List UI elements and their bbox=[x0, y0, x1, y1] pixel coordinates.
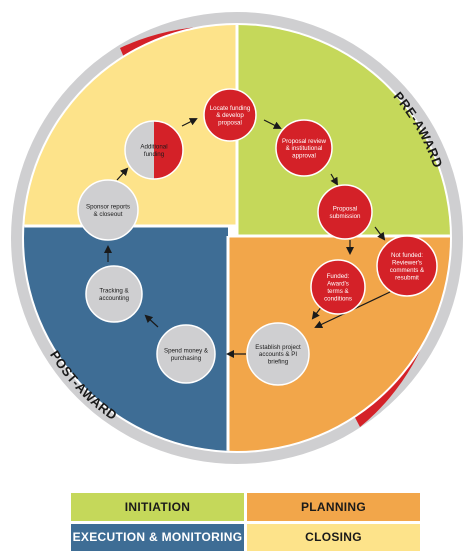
node-label-line: accounts & PI bbox=[259, 351, 297, 358]
legend-planning: PLANNING bbox=[247, 493, 420, 521]
node-label-line: & develop bbox=[216, 112, 244, 119]
node-label-line: Funded: bbox=[327, 273, 350, 280]
node-label-line: accounting bbox=[99, 295, 129, 302]
node-label-line: Spend money & bbox=[164, 348, 209, 355]
node-label-line: purchasing bbox=[171, 355, 202, 362]
grant-lifecycle-diagram: PRE-AWARD POST-AWARD Locate funding& dev… bbox=[11, 12, 463, 464]
node-label-line: Not funded: bbox=[391, 252, 423, 259]
phase-legend: INITIATION PLANNING EXECUTION & MONITORI… bbox=[71, 493, 420, 551]
arrow-submission-to-notfunded bbox=[374, 226, 386, 241]
node-label-line: Establish project bbox=[255, 344, 301, 351]
node-label-line: comments & bbox=[390, 267, 425, 274]
node-sponsor-reports: Sponsor reports& closeout bbox=[77, 179, 139, 241]
arrow-spend-to-tracking bbox=[144, 314, 159, 328]
node-label-line: Additional bbox=[140, 144, 167, 151]
node-label-line: & institutional bbox=[286, 145, 323, 152]
node-label-line: Locate funding bbox=[210, 105, 251, 112]
node-label-line: conditions bbox=[324, 295, 352, 302]
legend-initiation: INITIATION bbox=[71, 493, 244, 521]
node-label-line: Sponsor reports bbox=[86, 204, 130, 211]
arrow-review-to-submission bbox=[330, 173, 339, 186]
node-label-line: & closeout bbox=[94, 211, 123, 218]
node-label-line: briefing bbox=[268, 359, 289, 366]
process-nodes: Locate funding& developproposalProposal … bbox=[77, 88, 438, 386]
node-label-line: Tracking & bbox=[99, 288, 129, 295]
legend-closing: CLOSING bbox=[247, 523, 420, 551]
node-label-line: submission bbox=[330, 213, 362, 220]
node-label-line: Reviewer's bbox=[392, 260, 422, 267]
node-label-line: approval bbox=[292, 153, 316, 160]
node-label-line: Proposal bbox=[333, 206, 357, 213]
node-label-line: funding bbox=[144, 151, 165, 158]
node-label-line: terms & bbox=[327, 288, 349, 295]
node-tracking: Tracking &accounting bbox=[85, 265, 143, 323]
arrow-locate-to-review bbox=[263, 119, 282, 129]
node-spend-money: Spend money &purchasing bbox=[156, 324, 216, 384]
node-label-line: resubmit bbox=[395, 274, 419, 281]
legend-execution: EXECUTION & MONITORING bbox=[71, 523, 244, 551]
arrow-additional-to-locate bbox=[181, 118, 198, 127]
node-label-line: proposal bbox=[218, 120, 242, 127]
arrow-reports-to-additional bbox=[116, 167, 129, 181]
node-label-line: Award's bbox=[327, 281, 349, 288]
node-label-line: Proposal review bbox=[282, 138, 327, 145]
